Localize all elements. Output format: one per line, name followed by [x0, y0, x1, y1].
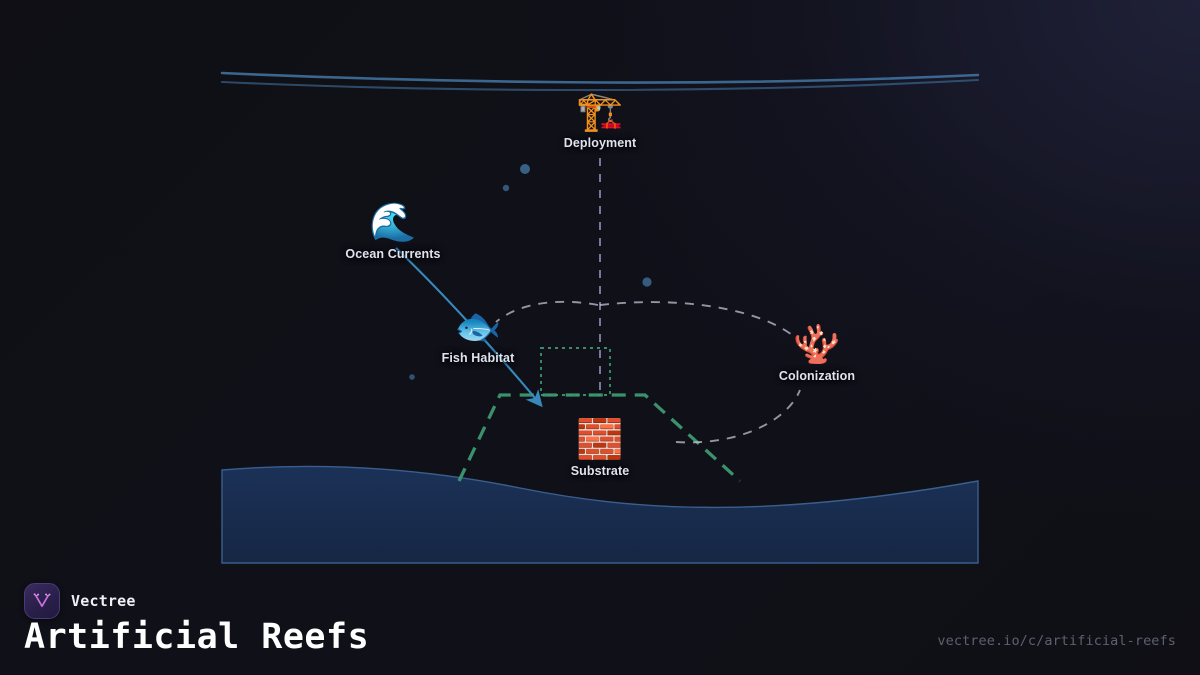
- node-label-deployment: Deployment: [563, 136, 637, 150]
- node-deployment[interactable]: 🏗️ Deployment: [500, 90, 700, 150]
- footer: Vectree Artificial Reefs vectree.io/c/ar…: [0, 570, 1200, 675]
- node-colonization[interactable]: 🪸 Colonization: [717, 323, 917, 383]
- ocean-wave-icon: 🌊: [369, 202, 417, 244]
- construction-crane-icon: 🏗️: [576, 91, 624, 133]
- bubble-particles: [409, 164, 652, 380]
- seabed: [221, 465, 979, 564]
- brick-wall-icon: 🧱: [576, 419, 624, 461]
- node-ocean-currents[interactable]: 🌊 Ocean Currents: [293, 201, 493, 261]
- node-label-colonization: Colonization: [778, 369, 856, 383]
- brand-row[interactable]: Vectree: [24, 583, 136, 619]
- node-label-ocean-currents: Ocean Currents: [345, 247, 441, 261]
- vectree-v-logo-icon: [33, 593, 51, 608]
- tropical-fish-icon: 🐟: [454, 306, 502, 348]
- node-substrate[interactable]: 🧱 Substrate: [500, 418, 700, 478]
- reef-structure-outline: [457, 393, 742, 483]
- vectree-logo-badge: [24, 583, 60, 619]
- water-surface-lines: [220, 71, 980, 92]
- footer-url: vectree.io/c/artificial-reefs: [937, 633, 1176, 649]
- page-title: Artificial Reefs: [24, 617, 370, 657]
- node-fish-habitat[interactable]: 🐟 Fish Habitat: [378, 305, 578, 365]
- connector-ocean-current-flow: [395, 247, 543, 408]
- brand-name: Vectree: [71, 592, 136, 610]
- node-label-substrate: Substrate: [570, 464, 630, 478]
- node-label-fish-habitat: Fish Habitat: [441, 351, 515, 365]
- connector-deployment-fish: [495, 300, 599, 323]
- coral-icon: 🪸: [793, 324, 841, 366]
- connector-substrate-colonization: [675, 389, 801, 444]
- reef-module-outline: [540, 347, 611, 396]
